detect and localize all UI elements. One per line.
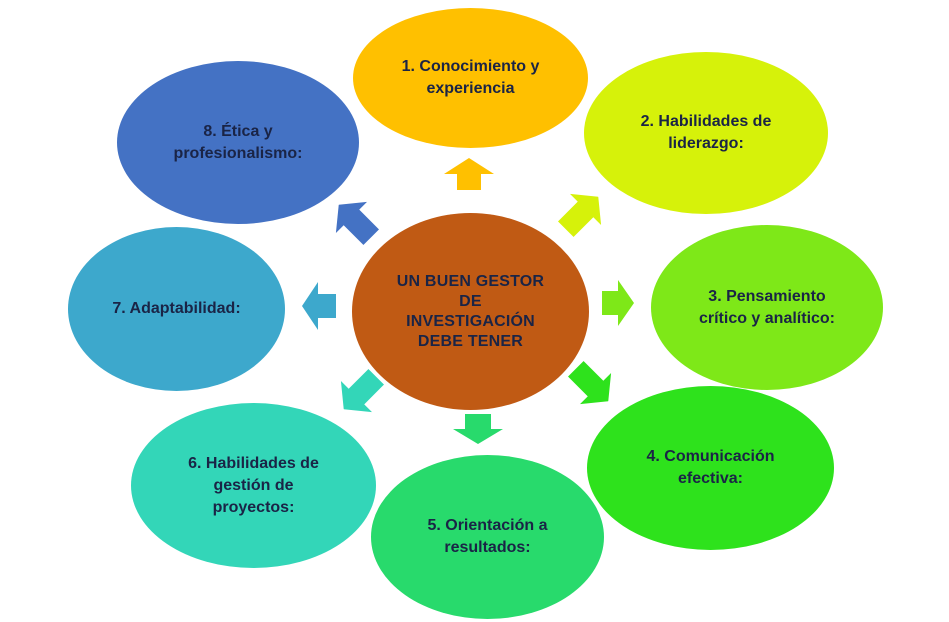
node-comunicacion-label: 4. Comunicación efectiva: [646,448,775,487]
arrow-right-icon [602,280,634,326]
arrow-down-icon [453,414,503,444]
node-comunicacion: 4. Comunicación efectiva: [587,386,834,550]
arrow-left-icon [302,282,336,330]
node-etica: 8. Ética y profesionalismo: [117,61,359,224]
node-adaptabilidad-label: 7. Adaptabilidad: [112,300,241,317]
node-liderazgo-label: 2. Habilidades de liderazgo: [640,113,772,152]
node-resultados: 5. Orientación a resultados: [371,455,604,619]
node-pensamiento: 3. Pensamiento crítico y analítico: [651,225,883,390]
node-gestion-proyectos-label: 6. Habilidades de gestión de proyectos: [188,454,319,516]
arrow-up-icon [444,158,494,190]
center-node: UN BUEN GESTOR DE INVESTIGACIÓN DEBE TEN… [352,213,589,410]
arrow-up-left-icon [335,201,380,246]
arrow-up-right-icon [557,193,602,238]
center-label: UN BUEN GESTOR DE INVESTIGACIÓN DEBE TEN… [396,272,545,350]
arrow-down-left-icon [340,368,385,413]
node-resultados-label: 5. Orientación a resultados: [427,517,548,556]
node-liderazgo: 2. Habilidades de liderazgo: [584,52,828,214]
node-conocimiento-label: 1. Conocimiento y experiencia [401,58,540,97]
node-conocimiento: 1. Conocimiento y experiencia [353,8,588,148]
node-pensamiento-label: 3. Pensamiento crítico y analítico: [698,287,836,327]
node-adaptabilidad: 7. Adaptabilidad: [68,227,285,391]
arrow-down-right-icon [567,360,612,405]
node-gestion-proyectos: 6. Habilidades de gestión de proyectos: [131,403,376,568]
node-etica-label: 8. Ética y profesionalismo: [173,122,303,162]
